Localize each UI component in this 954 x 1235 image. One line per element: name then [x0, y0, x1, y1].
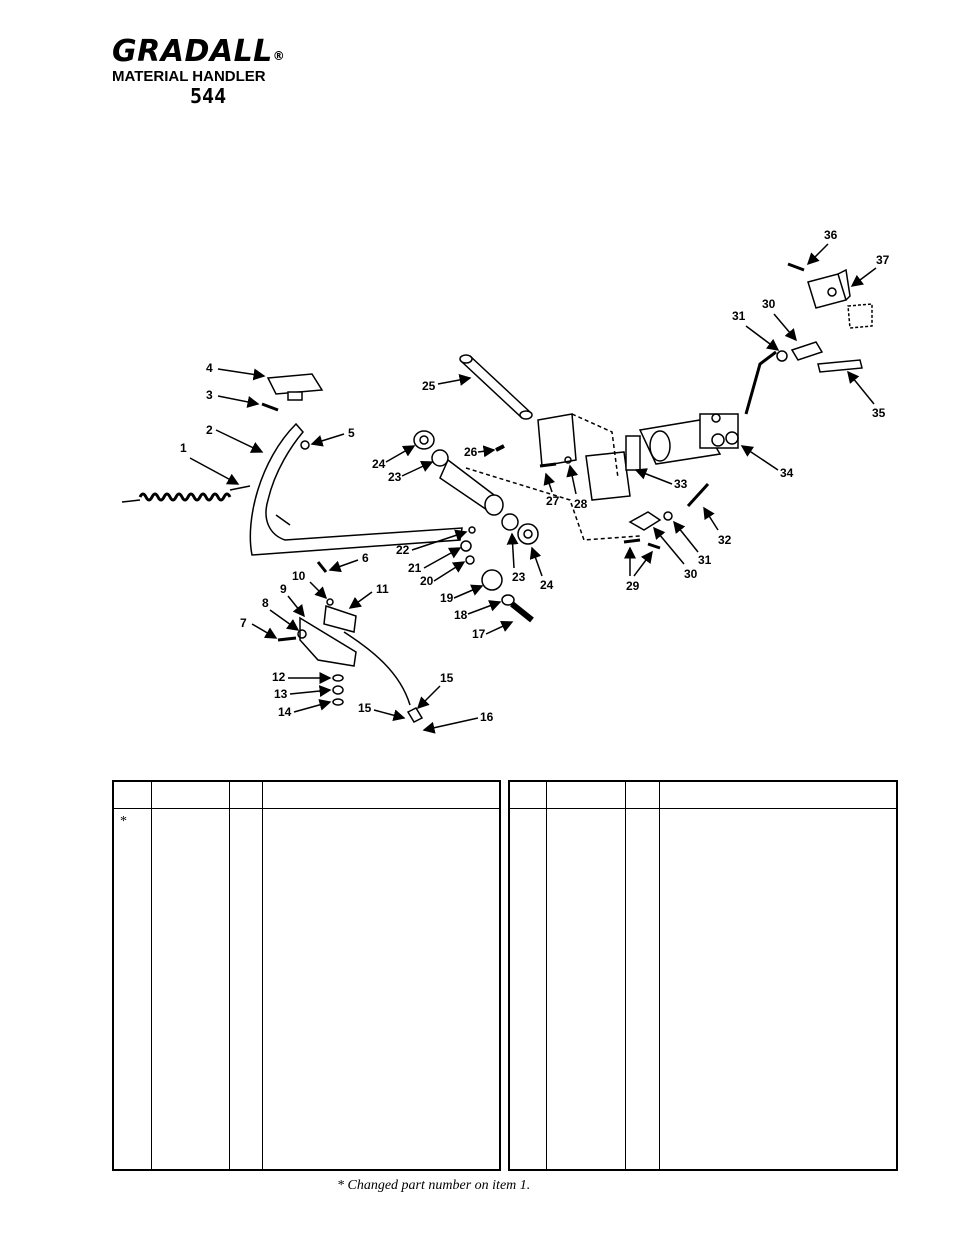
callout-30a: 30 — [762, 297, 776, 311]
footnote: * Changed part number on item 1. — [337, 1178, 531, 1193]
callout-27: 27 — [546, 494, 560, 508]
column-divider — [151, 782, 152, 1169]
callout-19: 19 — [440, 591, 454, 605]
column-divider — [659, 782, 660, 1169]
callout-24a: 24 — [372, 457, 386, 471]
change-marker: * — [120, 814, 127, 829]
callout-35: 35 — [872, 406, 886, 420]
callout-18: 18 — [454, 608, 468, 622]
column-divider — [625, 782, 626, 1169]
callout-5: 5 — [348, 426, 355, 440]
callout-2: 2 — [206, 423, 213, 437]
parts-table-right — [508, 780, 898, 1171]
header-divider — [510, 808, 896, 809]
callout-16: 16 — [480, 710, 494, 724]
exploded-parts-diagram: 1 2 3 4 5 6 7 8 9 10 11 12 13 14 15 15 1… — [121, 228, 890, 734]
parts-drawing — [121, 262, 873, 723]
brand-subtitle: MATERIAL HANDLER — [112, 68, 266, 85]
callout-3: 3 — [206, 388, 213, 402]
callout-29: 29 — [626, 579, 640, 593]
callout-1: 1 — [180, 441, 187, 455]
callout-31a: 31 — [732, 309, 746, 323]
callout-9: 9 — [280, 582, 287, 596]
callout-4: 4 — [206, 361, 213, 375]
column-divider — [546, 782, 547, 1169]
header-divider — [114, 808, 499, 809]
brand-block: GRADALL® MATERIAL HANDLER 544 — [112, 34, 286, 108]
callout-25: 25 — [422, 379, 436, 393]
callout-14: 14 — [278, 705, 292, 719]
callout-26: 26 — [464, 445, 478, 459]
callout-23b: 23 — [512, 570, 526, 584]
callout-21: 21 — [408, 561, 422, 575]
callout-7: 7 — [240, 616, 247, 630]
callout-22: 22 — [396, 543, 410, 557]
callout-32: 32 — [718, 533, 732, 547]
callout-15a: 15 — [440, 671, 454, 685]
callout-11: 11 — [376, 582, 389, 596]
callout-10: 10 — [292, 569, 306, 583]
model-number: 544 — [190, 84, 227, 108]
brand-logo: GRADALL® — [112, 34, 286, 69]
registered-mark: ® — [272, 49, 286, 63]
callout-37: 37 — [876, 253, 890, 267]
callout-33: 33 — [674, 477, 688, 491]
callout-15b: 15 — [358, 701, 372, 715]
callout-20: 20 — [420, 574, 434, 588]
column-divider — [262, 782, 263, 1169]
callout-23a: 23 — [388, 470, 402, 484]
callout-12: 12 — [272, 670, 286, 684]
callout-28: 28 — [574, 497, 588, 511]
callout-30b: 30 — [684, 567, 698, 581]
callout-36: 36 — [824, 228, 838, 242]
callout-34: 34 — [780, 466, 794, 480]
callout-31b: 31 — [698, 553, 712, 567]
callout-6: 6 — [362, 551, 369, 565]
callout-8: 8 — [262, 596, 269, 610]
callout-13: 13 — [274, 687, 288, 701]
callout-24b: 24 — [540, 578, 554, 592]
callout-17: 17 — [472, 627, 486, 641]
column-divider — [229, 782, 230, 1169]
parts-table-left: * — [112, 780, 501, 1171]
callout-labels: 1 2 3 4 5 6 7 8 9 10 11 12 13 14 15 15 1… — [180, 228, 890, 734]
